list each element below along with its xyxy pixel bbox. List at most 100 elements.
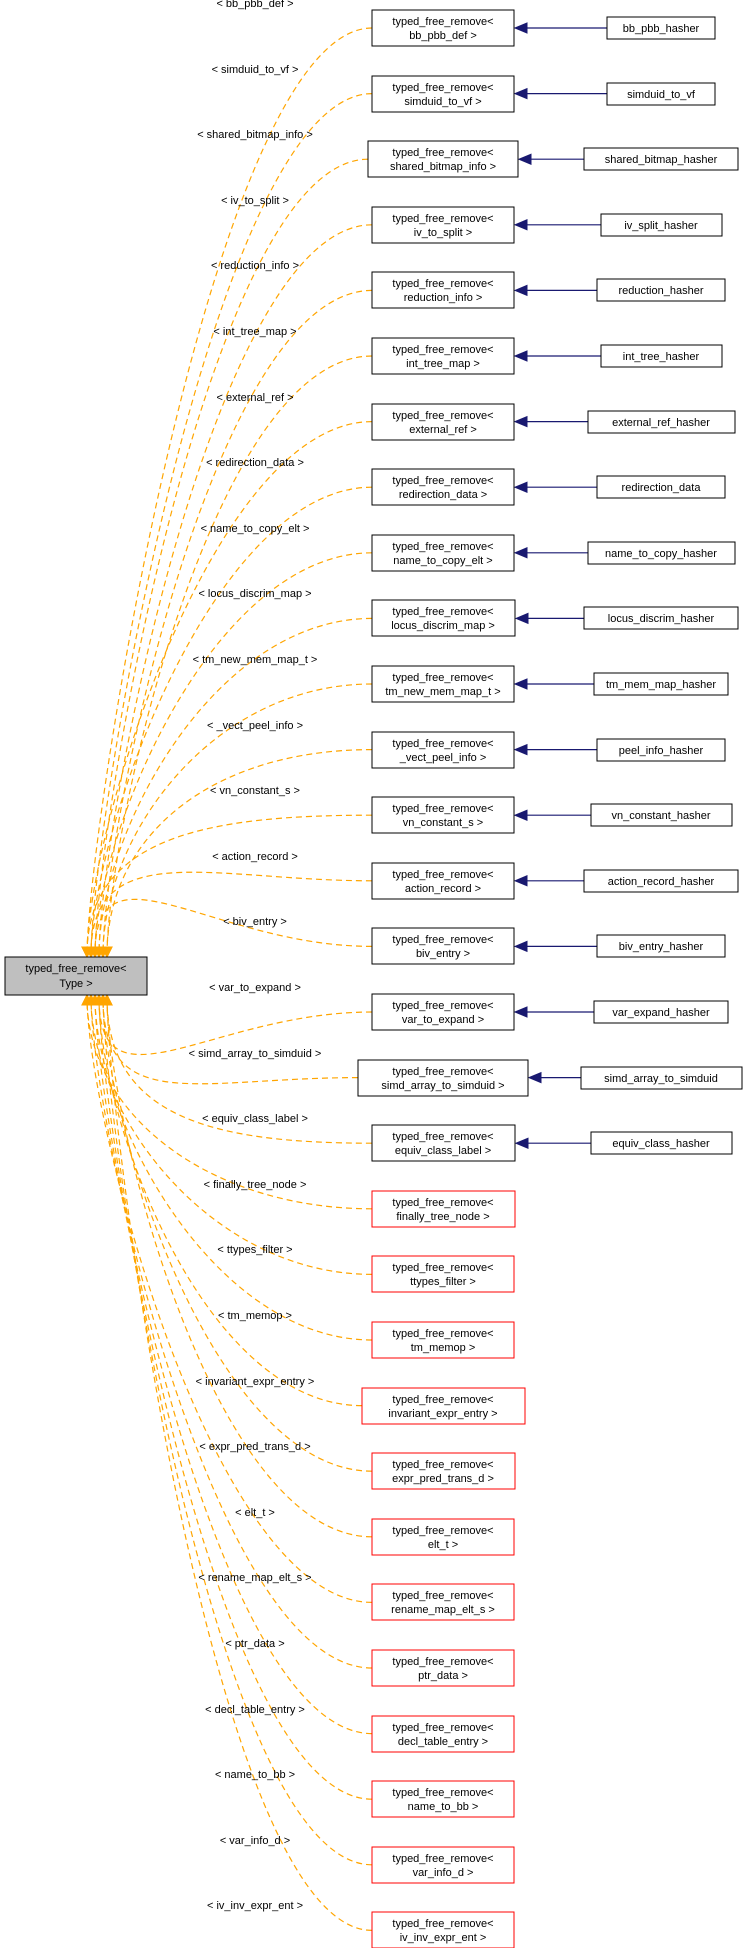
instance-node-name-to-bb[interactable]: [371, 1780, 515, 1818]
inherit-arrowhead-bb-pbb-hasher: [513, 22, 528, 34]
instance-node-shared-bitmap-info[interactable]: [367, 140, 519, 178]
instance-node-line1: typed_free_remove<: [392, 410, 493, 422]
instance-node-ptr-data[interactable]: [371, 1649, 515, 1687]
instance-node-finally-tree-node[interactable]: [371, 1190, 516, 1228]
child-node-external-ref-hasher[interactable]: [587, 410, 736, 434]
child-node-equiv-class-hasher[interactable]: [590, 1131, 733, 1155]
instance-node-int-tree-map[interactable]: [371, 337, 515, 375]
instance-node-line2: biv_entry >: [416, 948, 470, 960]
child-node-label: iv_split_hasher: [624, 220, 698, 232]
template-edge-shared-bitmap-info: [94, 158, 369, 956]
child-node-simduid-to-vf[interactable]: [606, 82, 716, 106]
child-node-reduction-hasher[interactable]: [596, 278, 726, 302]
instance-node-line2: expr_pred_trans_d >: [392, 1473, 494, 1485]
instance-node-line2: tm_new_mem_map_t >: [385, 686, 500, 698]
instance-node-line2: reduction_info >: [404, 292, 483, 304]
instance-node-line1: typed_free_remove<: [392, 475, 493, 487]
child-node-simd-array-to-simduid[interactable]: [580, 1066, 743, 1090]
instance-node-line1: typed_free_remove<: [392, 803, 493, 815]
template-arg-label-redirection-data: < redirection_data >: [206, 457, 304, 469]
inherit-arrowhead-int-tree-hasher: [513, 350, 528, 362]
instance-node-simduid-to-vf[interactable]: [371, 75, 515, 113]
instance-node-tm-memop[interactable]: [371, 1321, 515, 1359]
template-edge-external-ref: [86, 421, 373, 956]
instance-node-rename-map-elt-s[interactable]: [371, 1583, 515, 1621]
child-node-int-tree-hasher[interactable]: [600, 344, 723, 368]
template-arg-label-expr-pred-trans-d: < expr_pred_trans_d >: [199, 1441, 310, 1453]
child-node-action-record-hasher[interactable]: [583, 869, 739, 893]
instance-node-line1: typed_free_remove<: [392, 16, 493, 28]
child-node-biv-entry-hasher[interactable]: [596, 934, 726, 958]
instance-node-line1: typed_free_remove<: [392, 1066, 493, 1078]
template-edge-tm-memop: [94, 996, 373, 1341]
instance-node-line1: typed_free_remove<: [392, 1197, 493, 1209]
instance-node-elt-t[interactable]: [371, 1518, 515, 1556]
instance-node-line1: typed_free_remove<: [392, 82, 493, 94]
instance-node-redirection-data[interactable]: [371, 468, 515, 506]
instance-node-line1: typed_free_remove<: [392, 147, 493, 159]
instance-node-name-to-copy-elt[interactable]: [371, 534, 515, 572]
instance-node-simd-array-to-simduid[interactable]: [357, 1059, 529, 1097]
template-arg-label-action-record: < action_record >: [212, 851, 298, 863]
template-edge-finally-tree-node: [86, 996, 373, 1210]
instance-node-invariant-expr-entry[interactable]: [361, 1387, 526, 1425]
child-node-peel-info-hasher[interactable]: [596, 738, 726, 762]
instance-node-line1: typed_free_remove<: [392, 344, 493, 356]
instance-node-biv-entry[interactable]: [371, 927, 515, 965]
template-arg-label-tm-memop: < tm_memop >: [218, 1310, 292, 1322]
child-node-locus-discrim-hasher[interactable]: [583, 606, 739, 630]
instance-node-external-ref[interactable]: [371, 403, 515, 441]
root-node-box[interactable]: [4, 956, 148, 996]
template-arg-label-invariant-expr-entry: < invariant_expr_entry >: [196, 1376, 315, 1388]
instance-node-line1: typed_free_remove<: [392, 213, 493, 225]
instance-node-equiv-class-label[interactable]: [371, 1124, 516, 1162]
instance-node-ttypes-filter[interactable]: [371, 1255, 515, 1293]
template-edge-vn-constant-s: [86, 814, 373, 956]
instance-node-tm-new-mem-map-t[interactable]: [371, 665, 515, 703]
template-edge-equiv-class-label: [106, 996, 373, 1144]
instance-node-line2: var_to_expand >: [402, 1014, 484, 1026]
child-node-bb-pbb-hasher[interactable]: [606, 16, 716, 40]
instance-node-expr-pred-trans-d[interactable]: [371, 1452, 516, 1490]
instance-node-var-info-d[interactable]: [371, 1846, 515, 1884]
child-node-name-to-copy-hasher[interactable]: [587, 541, 736, 565]
template-arrowhead-iv-inv-expr-ent: [101, 993, 113, 1006]
template-arg-label-equiv-class-label: < equiv_class_label >: [202, 1113, 308, 1125]
instance-node-action-record[interactable]: [371, 862, 515, 900]
inherit-arrowhead-vn-constant-hasher: [513, 809, 528, 821]
instance-node-line1: typed_free_remove<: [392, 1262, 493, 1274]
instance-node-line2: locus_discrim_map >: [391, 620, 495, 632]
child-node-vn-constant-hasher[interactable]: [590, 803, 733, 827]
template-edge-action-record: [90, 871, 373, 956]
template-arg-label-iv-to-split: < iv_to_split >: [221, 195, 289, 207]
template-arg-label-var-to-expand: < var_to_expand >: [209, 982, 301, 994]
instance-node-bb-pbb-def[interactable]: [371, 9, 515, 47]
instance-node-decl-table-entry[interactable]: [371, 1715, 515, 1753]
instance-node-iv-inv-expr-ent[interactable]: [371, 1911, 515, 1948]
child-node-redirection-data[interactable]: [596, 475, 726, 499]
template-arg-label-name-to-bb: < name_to_bb >: [215, 1769, 295, 1781]
instance-node-locus-discrim-map[interactable]: [371, 599, 516, 637]
template-arg-label-int-tree-map: < int_tree_map >: [213, 326, 296, 338]
instance-node-vect-peel-info[interactable]: [371, 731, 515, 769]
child-node-label: biv_entry_hasher: [619, 941, 704, 953]
instance-node-line2: _vect_peel_info >: [399, 752, 487, 764]
instance-node-line2: name_to_copy_elt >: [393, 555, 492, 567]
instance-node-line2: iv_to_split >: [414, 227, 472, 239]
instance-node-reduction-info[interactable]: [371, 271, 515, 309]
child-node-tm-mem-map-hasher[interactable]: [593, 672, 729, 696]
child-node-shared-bitmap-hasher[interactable]: [583, 147, 739, 171]
template-arg-label-bb-pbb-def: < bb_pbb_def >: [216, 0, 293, 10]
child-node-var-expand-hasher[interactable]: [593, 1000, 729, 1024]
template-edge-bb-pbb-def: [86, 27, 373, 956]
instance-node-line2: action_record >: [405, 883, 481, 895]
instance-node-line2: iv_inv_expr_ent >: [400, 1932, 487, 1944]
child-node-label: name_to_copy_hasher: [605, 548, 717, 560]
instance-node-iv-to-split[interactable]: [371, 206, 515, 244]
instance-node-vn-constant-s[interactable]: [371, 796, 515, 834]
instance-node-line2: shared_bitmap_info >: [390, 161, 496, 173]
child-node-iv-split-hasher[interactable]: [600, 213, 723, 237]
instance-node-line2: ttypes_filter >: [410, 1276, 476, 1288]
inherit-arrowhead-equiv-class-hasher: [514, 1137, 529, 1149]
instance-node-var-to-expand[interactable]: [371, 993, 515, 1031]
